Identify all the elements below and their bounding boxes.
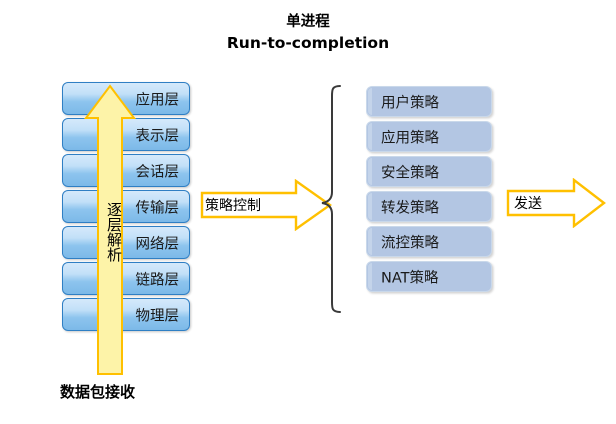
title-line-english: Run-to-completion xyxy=(226,33,390,52)
policy-item[interactable]: 应用策略 xyxy=(366,121,492,152)
up-arrow-label: 逐层解析 xyxy=(105,202,123,262)
packet-receive-caption: 数据包接收 xyxy=(60,383,136,401)
osi-layer-stack: 应用层 表示层 会话层 传输层 网络层 链路层 物理层 xyxy=(62,82,190,334)
policy-item-label: 用户策略 xyxy=(381,95,439,111)
layer-parsing-up-arrow: 逐层解析 xyxy=(84,84,136,376)
title-line-chinese: 单进程 xyxy=(286,14,330,30)
osi-layer-box[interactable]: 传输层 xyxy=(62,190,190,223)
osi-layer-label: 传输层 xyxy=(135,200,180,216)
osi-layer-box[interactable]: 链路层 xyxy=(62,262,190,295)
osi-layer-label: 物理层 xyxy=(135,308,180,324)
policy-control-arrow[interactable]: 策略控制 xyxy=(200,179,332,231)
right-arrow-icon xyxy=(506,178,606,228)
policy-item-label: 安全策略 xyxy=(381,165,439,181)
right-arrow-icon xyxy=(200,179,332,231)
osi-layer-box[interactable]: 会话层 xyxy=(62,154,190,187)
osi-layer-label: 应用层 xyxy=(135,92,180,108)
osi-layer-box[interactable]: 表示层 xyxy=(62,118,190,151)
policy-group-brace xyxy=(320,84,342,314)
osi-layer-label: 会话层 xyxy=(135,164,180,180)
osi-layer-label: 链路层 xyxy=(135,272,180,288)
policy-item-label: 应用策略 xyxy=(381,130,439,146)
send-arrow[interactable]: 发送 xyxy=(506,178,606,228)
policy-item-label: 转发策略 xyxy=(381,200,439,216)
policy-item-label: NAT策略 xyxy=(381,270,439,286)
policy-item[interactable]: NAT策略 xyxy=(366,261,492,292)
diagram-title: 单进程 Run-to-completion xyxy=(150,13,466,53)
policy-item[interactable]: 流控策略 xyxy=(366,226,492,257)
up-arrow-icon xyxy=(84,84,136,375)
policy-item[interactable]: 转发策略 xyxy=(366,191,492,222)
policy-item[interactable]: 安全策略 xyxy=(366,156,492,187)
policy-list: 用户策略 应用策略 安全策略 转发策略 流控策略 NAT策略 xyxy=(366,86,492,296)
send-arrow-label: 发送 xyxy=(514,196,542,212)
policy-control-label: 策略控制 xyxy=(205,198,261,214)
osi-layer-box[interactable]: 网络层 xyxy=(62,226,190,259)
osi-layer-box[interactable]: 物理层 xyxy=(62,298,190,331)
osi-layer-label: 网络层 xyxy=(135,236,180,252)
policy-item[interactable]: 用户策略 xyxy=(366,86,492,117)
policy-item-label: 流控策略 xyxy=(381,235,439,251)
curly-brace-icon xyxy=(321,85,341,313)
osi-layer-label: 表示层 xyxy=(135,128,180,144)
